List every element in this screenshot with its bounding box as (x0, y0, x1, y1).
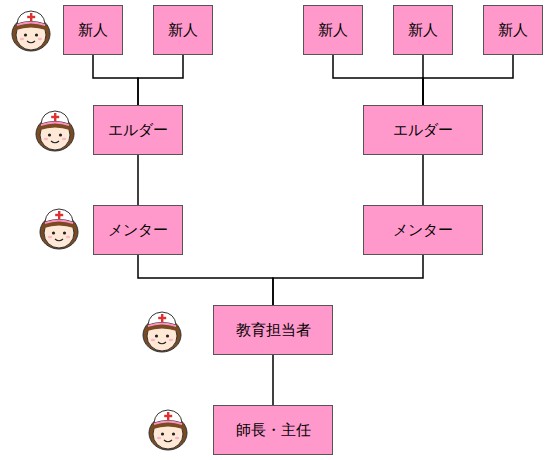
nurse-icon (40, 209, 78, 249)
newcomer-box: 新人 (483, 5, 543, 55)
connector-line (137, 155, 139, 205)
connector-line (138, 255, 273, 305)
connector-line (423, 55, 513, 105)
node-label: 新人 (498, 21, 528, 40)
node-label: 師長・主任 (236, 421, 311, 440)
newcomer-box: 新人 (393, 5, 453, 55)
educator-box: 教育担当者 (213, 305, 333, 355)
newcomer-box: 新人 (63, 5, 123, 55)
node-label: メンター (108, 221, 168, 240)
connector-line (273, 255, 423, 305)
node-label: 新人 (318, 21, 348, 40)
newcomer-box: 新人 (153, 5, 213, 55)
nurse-icon (143, 312, 181, 352)
elder-box: エルダー (93, 105, 183, 155)
mentor-box: メンター (363, 205, 483, 255)
connector-line (333, 55, 423, 105)
newcomer-box: 新人 (303, 5, 363, 55)
elder-box: エルダー (363, 105, 483, 155)
connector-line (422, 155, 424, 205)
nurse-icon (149, 410, 187, 450)
nurse-icon (36, 111, 74, 151)
node-label: 教育担当者 (236, 321, 311, 340)
node-label: 新人 (78, 21, 108, 40)
node-label: メンター (393, 221, 453, 240)
nurse-icon (12, 11, 50, 51)
connector-line (272, 355, 274, 405)
node-label: エルダー (108, 121, 168, 140)
connector-line (93, 55, 138, 105)
mentor-box: メンター (93, 205, 183, 255)
node-label: 新人 (168, 21, 198, 40)
manager-box: 師長・主任 (213, 405, 333, 455)
node-label: エルダー (393, 121, 453, 140)
node-label: 新人 (408, 21, 438, 40)
connector-line (138, 55, 183, 105)
